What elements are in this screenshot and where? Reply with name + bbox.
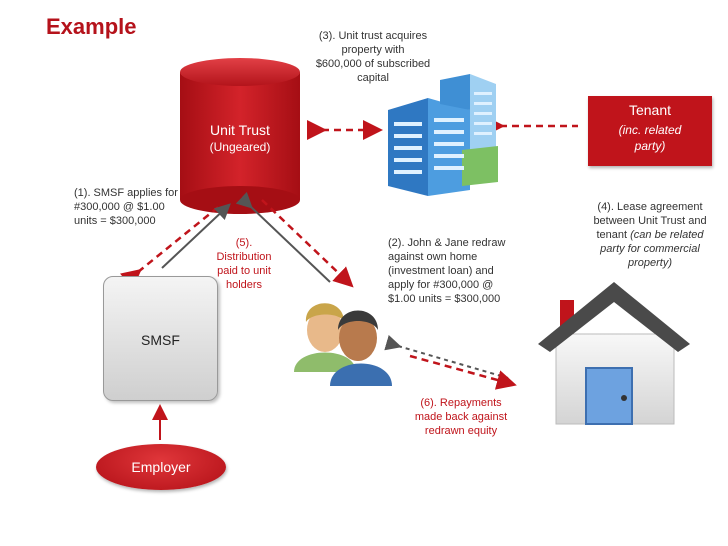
tenant-sub-line1: (inc. related xyxy=(618,123,682,137)
note-2-line: apply for #300,000 @ xyxy=(388,279,494,291)
note-5-line: (5). xyxy=(235,237,253,249)
note-2-line: against own home xyxy=(388,251,478,263)
unit-trust-label: Unit Trust xyxy=(210,122,270,138)
note-4-line: between Unit Trust and xyxy=(593,215,707,227)
note-4-line: (4). Lease agreement xyxy=(597,201,703,213)
arrow-people-trust-dark xyxy=(235,191,331,283)
note-4-line: party for commercial xyxy=(600,243,700,255)
house-icon xyxy=(538,282,690,425)
people-icon xyxy=(294,303,392,386)
note-6-line: made back against xyxy=(414,411,508,423)
arrow-trust-people-red xyxy=(261,199,354,288)
note-5-line: holders xyxy=(225,279,263,291)
note-6-line: (6). Repayments xyxy=(420,397,502,409)
note-1-line: (1). SMSF applies for xyxy=(74,187,178,199)
page-title: Example xyxy=(46,14,137,39)
arrow-people-house-red xyxy=(409,354,517,390)
arrow-smsf-trust-red xyxy=(120,203,223,290)
note-2-line: (2). John & Jane redraw xyxy=(388,237,506,249)
note-5-line: paid to unit xyxy=(217,265,271,277)
note-4: (4). Lease agreement between Unit Trust … xyxy=(588,200,712,270)
note-5-line: Distribution xyxy=(216,251,272,263)
smsf-box xyxy=(103,276,218,401)
note-3-line: (3). Unit trust acquires xyxy=(318,30,428,42)
note-3-line: $600,000 of subscribed xyxy=(315,58,431,70)
note-1-line: units = $300,000 xyxy=(74,215,156,227)
tenant-box xyxy=(588,96,712,166)
tenant-sub-line2: party) xyxy=(634,139,666,153)
note-2-line: (investment loan) and xyxy=(388,265,494,277)
note-4-line: tenant (can be related xyxy=(588,228,712,242)
note-4-line: property) xyxy=(627,257,673,269)
note-1: (1). SMSF applies for #300,000 @ $1.00 u… xyxy=(74,186,194,228)
tenant-label: Tenant xyxy=(628,102,672,118)
note-2-line: $1.00 units = $300,000 xyxy=(388,293,501,305)
note-1-line: #300,000 @ $1.00 xyxy=(74,201,165,213)
building-icon xyxy=(388,74,498,196)
employer-ellipse xyxy=(96,444,226,490)
note-5: (5). Distribution paid to unit holders xyxy=(208,236,280,292)
note-4-italic: (can be related xyxy=(630,229,704,241)
note-3-line: capital xyxy=(357,72,389,84)
tenant-sub: (inc. related party) xyxy=(588,122,712,154)
note-3-line: property with xyxy=(341,44,405,56)
smsf-label: SMSF xyxy=(141,332,180,348)
note-2: (2). John & Jane redraw against own home… xyxy=(388,236,528,306)
note-3: (3). Unit trust acquires property with $… xyxy=(306,29,440,85)
note-4-tenant: tenant xyxy=(596,229,628,241)
arrow-smsf-trust-dark xyxy=(161,203,231,269)
note-6: (6). Repayments made back against redraw… xyxy=(406,396,516,438)
arrow-house-people-dark xyxy=(384,334,509,379)
employer-label: Employer xyxy=(131,459,191,475)
unit-trust-sub: (Ungeared) xyxy=(209,140,271,154)
note-6-line: redrawn equity xyxy=(424,425,498,437)
